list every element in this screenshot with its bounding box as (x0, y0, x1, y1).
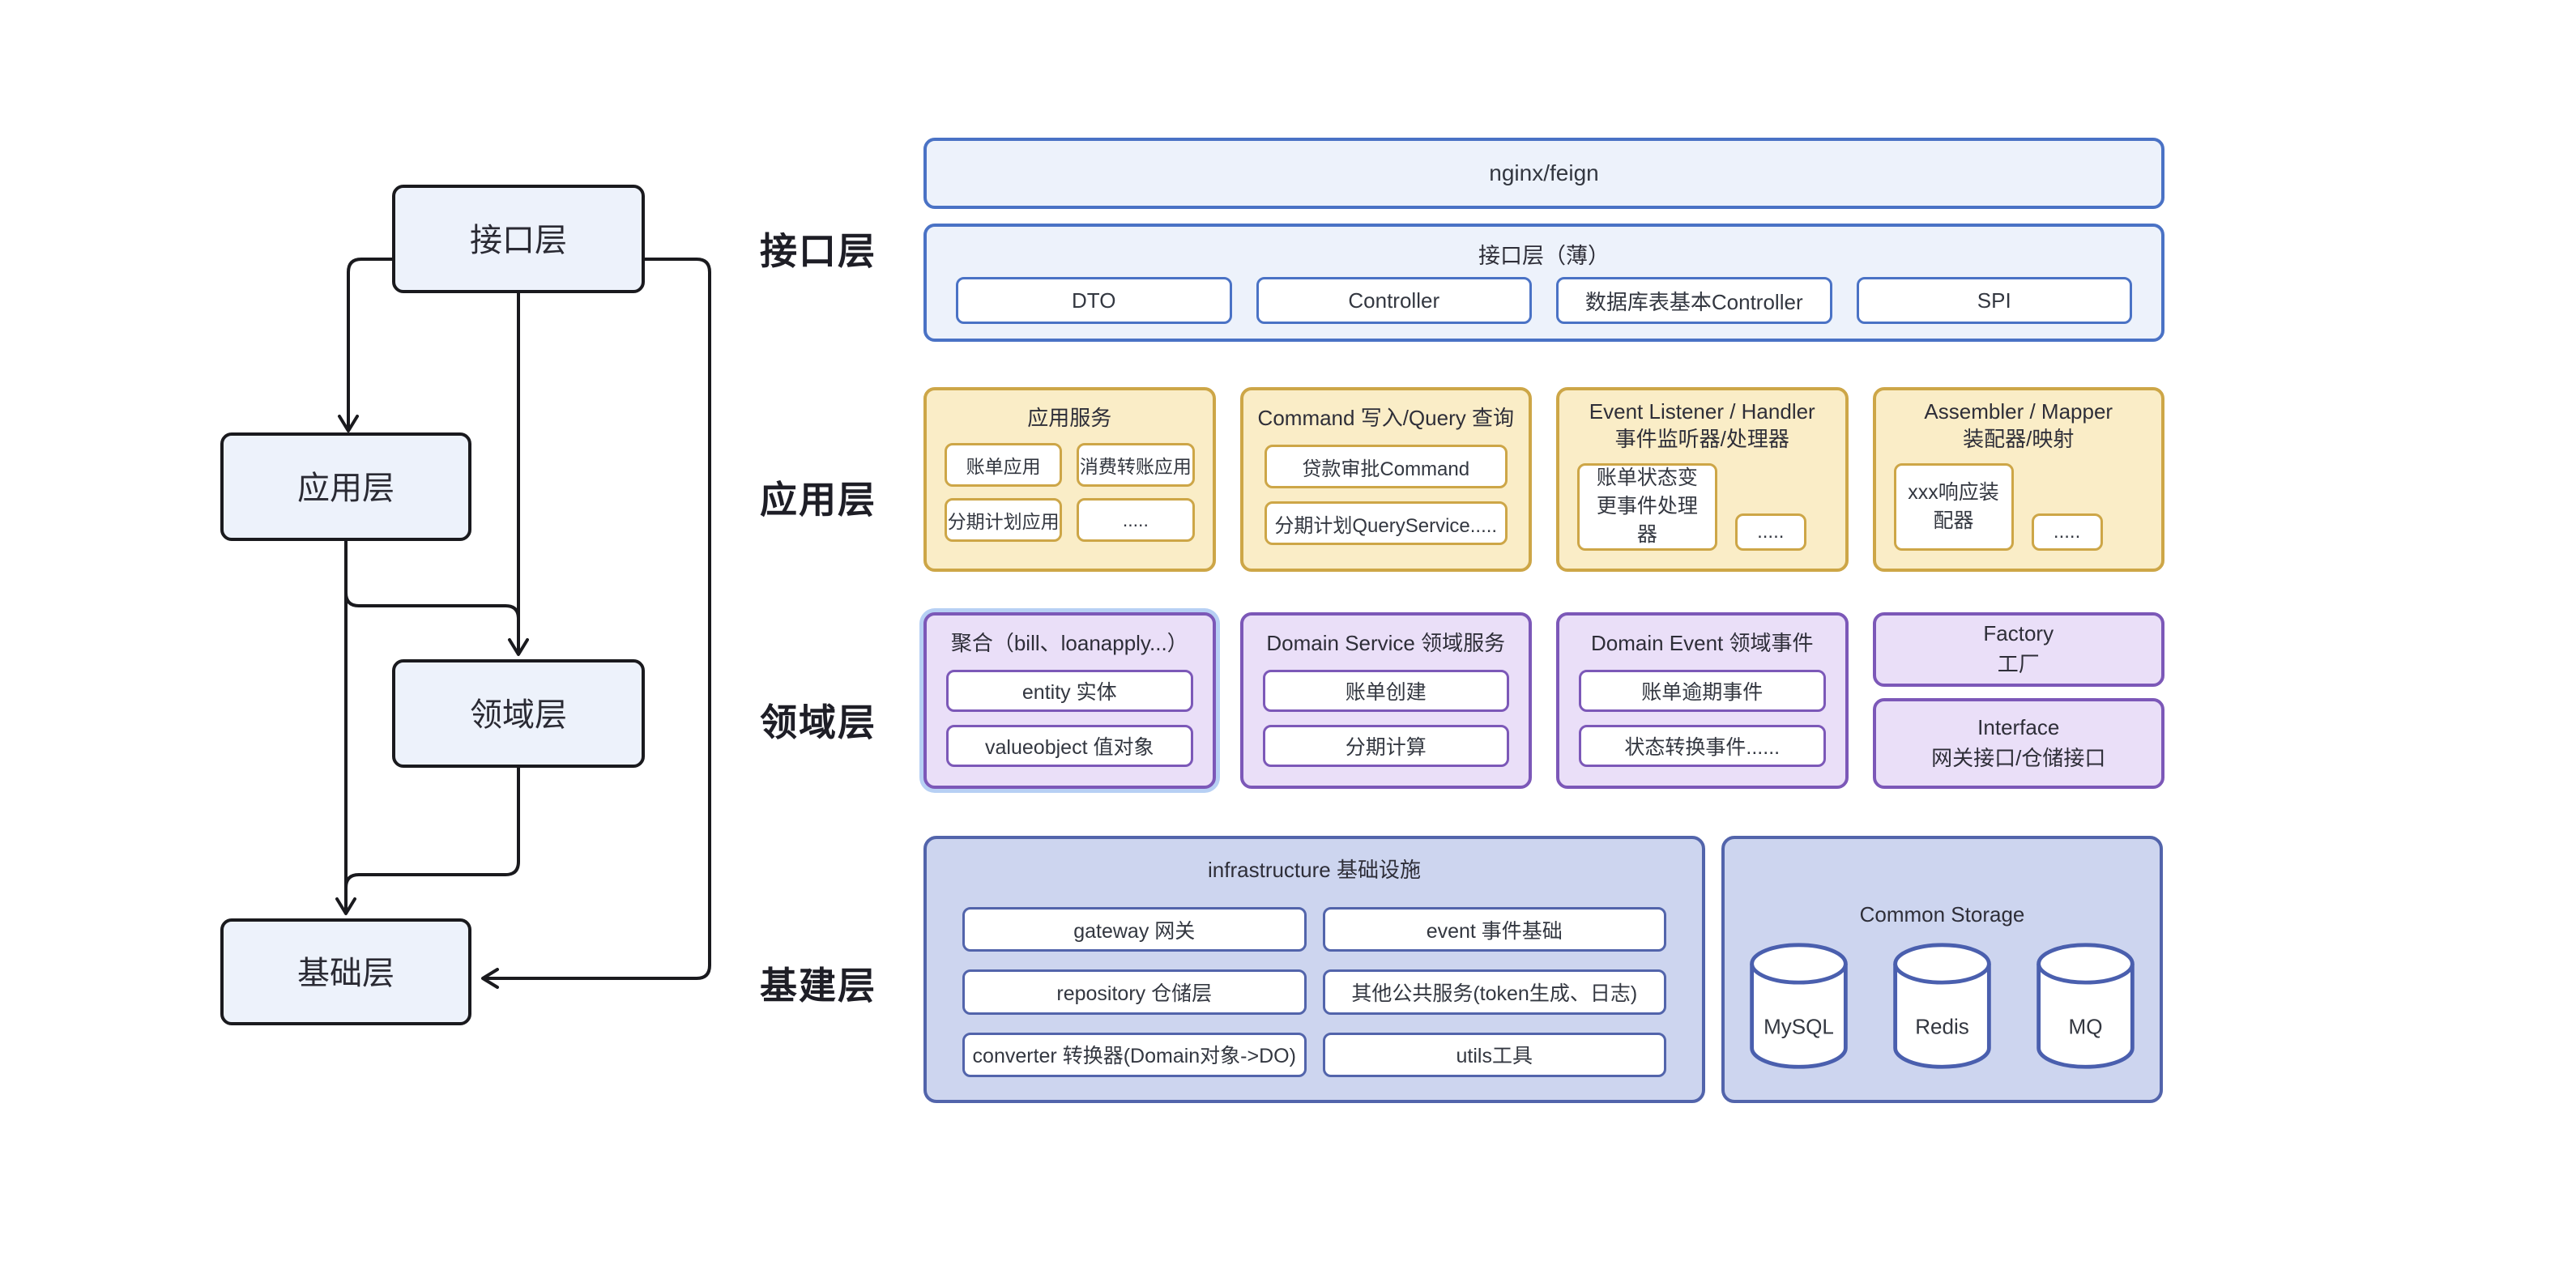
flow-node-application: 应用层 (220, 432, 471, 541)
redis-cylinder-icon: Redis (1893, 943, 1991, 1069)
flow-node-domain: 领域层 (392, 659, 645, 768)
cqrs-item-query-service: 分期计划QueryService..... (1264, 501, 1508, 545)
aggregate-items: entity 实体 valueobject 值对象 (946, 670, 1193, 767)
infrastructure-block: infrastructure 基础设施 gateway 网关 event 事件基… (923, 836, 1705, 1103)
interface-item-controller: Controller (1256, 277, 1532, 324)
edge-interface-to-foundation (481, 258, 711, 989)
storage-cylinders: MySQL Redis MQ (1725, 939, 2160, 1075)
cqrs-group: Command 写入/Query 查询 贷款审批Command 分期计划Quer… (1239, 387, 1532, 572)
infra-item-event-base: event 事件基础 (1322, 907, 1666, 952)
flow-node-interface: 接口层 (392, 185, 645, 293)
flow-node-interface-label: 接口层 (470, 223, 567, 258)
event-listener-items: 账单状态变更事件处理器 ..... (1577, 462, 1828, 551)
layer-flowchart: 接口层 应用层 领域层 基础层 (220, 185, 711, 1025)
app-service-title: 应用服务 (1027, 406, 1112, 430)
assembler-title: Assembler / Mapper 装配器/映射 (1876, 398, 2162, 454)
layer-label-domain: 领域层 (760, 701, 876, 743)
factory-label-zh: 工厂 (1997, 652, 2040, 676)
aggregate-item-entity: entity 实体 (946, 670, 1193, 712)
common-storage-block: Common Storage MySQL Redis MQ (1721, 836, 2163, 1103)
application-layer-row: 应用服务 账单应用 消费转账应用 分期计划应用 ..... Command 写入… (923, 387, 2164, 572)
factory-box: Factory 工厂 (1872, 612, 2164, 687)
flow-node-foundation-label: 基础层 (297, 956, 395, 991)
layer-label-application: 应用层 (760, 479, 876, 521)
mq-cylinder-icon: MQ (2036, 943, 2135, 1069)
infrastructure-items: gateway 网关 event 事件基础 repository 仓储层 其他公… (962, 907, 1666, 1077)
interface-layer-items: DTO Controller 数据库表基本Controller SPI (956, 277, 2132, 324)
domain-service-item-installment-calc: 分期计算 (1262, 725, 1509, 767)
app-item-bill: 账单应用 (945, 443, 1063, 487)
domain-service-items: 账单创建 分期计算 (1262, 670, 1509, 767)
event-listener-item-more: ..... (1734, 513, 1806, 551)
gateway-interface-box: Interface 网关接口/仓储接口 (1872, 698, 2164, 789)
event-listener-title-en: Event Listener / Handler (1589, 399, 1815, 424)
domain-layer-row: 聚合（bill、loanapply...） entity 实体 valueobj… (923, 612, 2164, 789)
mysql-cylinder-icon: MySQL (1750, 943, 1848, 1069)
domain-service-title: Domain Service 领域服务 (1266, 631, 1506, 655)
factory-label-en: Factory (1983, 621, 2054, 646)
app-service-group: 应用服务 账单应用 消费转账应用 分期计划应用 ..... (923, 387, 1216, 572)
cqrs-items: 贷款审批Command 分期计划QueryService..... (1264, 445, 1508, 545)
infra-item-repository: repository 仓储层 (962, 969, 1307, 1015)
assembler-group: Assembler / Mapper 装配器/映射 xxx响应装配器 ..... (1872, 387, 2164, 572)
event-listener-title-zh: 事件监听器/处理器 (1614, 426, 1789, 451)
domain-event-item-status-transition: 状态转换事件...... (1579, 725, 1826, 767)
domain-event-title: Domain Event 领域事件 (1590, 631, 1814, 655)
event-listener-item-bill-status: 账单状态变更事件处理器 (1577, 462, 1717, 551)
mq-label: MQ (2069, 1015, 2103, 1039)
infrastructure-title: infrastructure 基础设施 (1208, 858, 1421, 882)
aggregate-title: 聚合（bill、loanapply...） (950, 631, 1188, 655)
infra-item-gateway: gateway 网关 (962, 907, 1307, 952)
flow-node-application-label: 应用层 (297, 471, 395, 506)
gateway-interface-label-en: Interface (1977, 715, 2060, 740)
app-service-items: 账单应用 消费转账应用 分期计划应用 ..... (945, 443, 1195, 542)
edge-domain-to-foundation (344, 766, 520, 895)
domain-event-items: 账单逾期事件 状态转换事件...... (1579, 670, 1826, 767)
aggregate-item-valueobject: valueobject 值对象 (946, 725, 1193, 767)
layer-label-interface: 接口层 (760, 230, 876, 272)
edge-application-to-domain (344, 539, 520, 636)
domain-event-group: Domain Event 领域事件 账单逾期事件 状态转换事件...... (1556, 612, 1849, 789)
cqrs-title: Command 写入/Query 查询 (1257, 406, 1514, 430)
gateway-interface-label-zh: 网关接口/仓储接口 (1931, 746, 2106, 770)
mysql-label: MySQL (1764, 1015, 1834, 1039)
redis-label: Redis (1915, 1015, 1969, 1039)
assembler-items: xxx响应装配器 ..... (1893, 462, 2144, 551)
cqrs-item-loan-command: 贷款审批Command (1264, 445, 1508, 488)
interface-item-dto: DTO (956, 277, 1232, 324)
assembler-item-more: ..... (2031, 513, 2103, 551)
edge-interface-to-application (338, 258, 394, 432)
event-listener-title: Event Listener / Handler 事件监听器/处理器 (1559, 398, 1845, 454)
domain-event-item-bill-overdue: 账单逾期事件 (1579, 670, 1826, 712)
flow-node-foundation: 基础层 (220, 918, 471, 1025)
infra-item-common-services: 其他公共服务(token生成、日志) (1322, 969, 1666, 1015)
aggregate-group: 聚合（bill、loanapply...） entity 实体 valueobj… (923, 612, 1216, 789)
interface-item-table-controller: 数据库表基本Controller (1556, 277, 1832, 324)
interface-layer-block: 接口层（薄） DTO Controller 数据库表基本Controller S… (923, 224, 2164, 342)
layer-label-foundation: 基建层 (760, 965, 876, 1007)
nginx-feign-bar: nginx/feign (923, 138, 2164, 209)
assembler-title-zh: 装配器/映射 (1963, 426, 2075, 451)
infra-item-converter: converter 转换器(Domain对象->DO) (962, 1032, 1307, 1077)
event-listener-group: Event Listener / Handler 事件监听器/处理器 账单状态变… (1556, 387, 1849, 572)
interface-item-spi: SPI (1856, 277, 2132, 324)
app-item-installment-plan: 分期计划应用 (945, 498, 1063, 542)
common-storage-title: Common Storage (1859, 902, 2025, 927)
app-item-more: ..... (1077, 498, 1195, 542)
assembler-item-xxx-response: xxx响应装配器 (1893, 462, 2014, 551)
infra-item-utils: utils工具 (1322, 1032, 1666, 1077)
app-item-consume-transfer: 消费转账应用 (1077, 443, 1195, 487)
factory-interface-column: Factory 工厂 Interface 网关接口/仓储接口 (1872, 612, 2164, 789)
domain-service-group: Domain Service 领域服务 账单创建 分期计算 (1239, 612, 1532, 789)
domain-service-item-bill-create: 账单创建 (1262, 670, 1509, 712)
flow-node-domain-label: 领域层 (470, 697, 567, 733)
interface-layer-title: 接口层（薄） (1478, 244, 1610, 268)
assembler-title-en: Assembler / Mapper (1924, 399, 2113, 424)
